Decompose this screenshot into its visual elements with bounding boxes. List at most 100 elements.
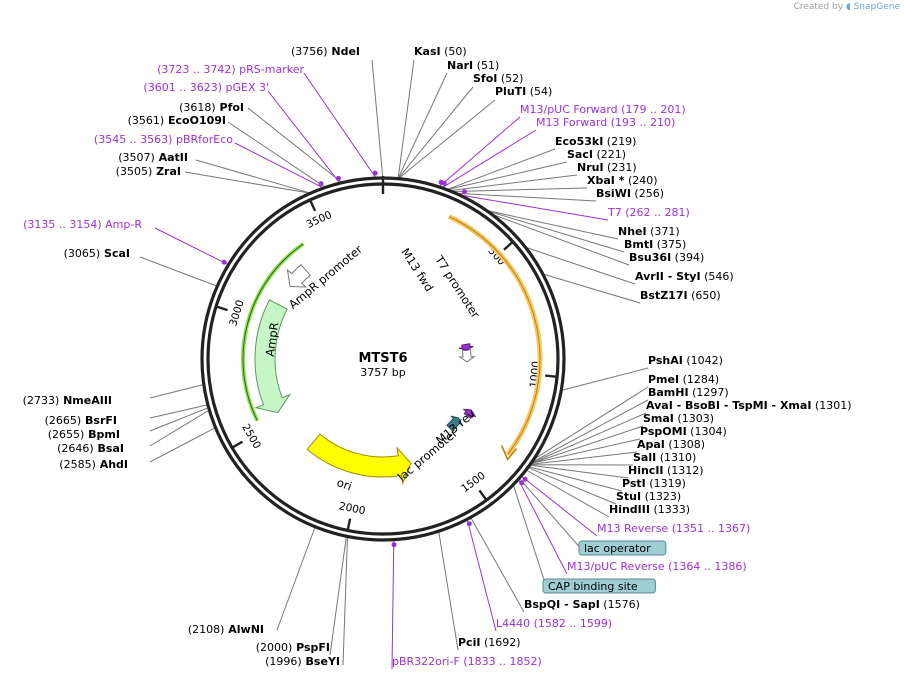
ruler-tick-label-3500: 3500 — [305, 209, 334, 231]
site-label-bmti[interactable]: BmtI (375) — [624, 238, 686, 251]
site-label-pluti[interactable]: PluTI (54) — [495, 85, 552, 98]
feature-ori-label: ori — [335, 475, 354, 493]
leader-nari — [398, 72, 448, 178]
site-name-pgex-3: pGEX 3' — [222, 81, 269, 94]
site-label-nari[interactable]: NarI (51) — [447, 59, 499, 72]
site-position-nrui: (231) — [604, 161, 637, 174]
site-name-nrui: NruI — [577, 161, 604, 174]
site-position-bmti: (375) — [653, 238, 686, 251]
leader-bamhi — [533, 399, 649, 462]
leader-ahdi — [149, 427, 215, 463]
site-name-aatii: AatII — [155, 151, 188, 164]
site-label-ahdi[interactable]: (2585) AhdI — [59, 458, 128, 471]
site-label-m13-puc-reverse[interactable]: M13/pUC Reverse (1364 .. 1386) — [567, 560, 747, 573]
leader-bsrfi — [149, 404, 208, 419]
site-name-psti: PstI — [622, 477, 646, 490]
site-position-nmeaiii: (2733) — [23, 394, 60, 407]
site-label-nrui[interactable]: NruI (231) — [577, 161, 637, 174]
feature-lac-promoter-arrow[interactable] — [446, 415, 463, 432]
site-label-t7[interactable]: T7 (262 .. 281) — [607, 206, 690, 219]
site-label-psti[interactable]: PstI (1319) — [622, 477, 686, 490]
feature-box-cap-binding-site[interactable] — [542, 578, 656, 594]
feature-box-lac-operator[interactable] — [578, 540, 667, 556]
site-label-bsai[interactable]: (2646) BsaI — [57, 442, 124, 455]
site-label-bpmi[interactable]: (2655) BpmI — [48, 428, 120, 441]
site-label-nhei[interactable]: NheI (371) — [618, 225, 680, 238]
site-label-stui[interactable]: StuI (1323) — [616, 490, 681, 503]
site-label-ndei[interactable]: (3756) NdeI — [291, 45, 360, 58]
site-label-apai[interactable]: ApaI (1308) — [637, 438, 705, 451]
leader-t7 — [462, 194, 609, 221]
feature-ampr-promoter-arrow[interactable] — [286, 263, 311, 288]
leader-nrui — [451, 174, 578, 191]
site-label-pspomi[interactable]: PspOMI (1304) — [640, 425, 727, 438]
site-name-bamhi: BamHI — [648, 386, 689, 399]
site-label-pshai[interactable]: PshAI (1042) — [648, 354, 723, 367]
site-name-m13-reverse: M13 Reverse — [597, 522, 668, 535]
site-label-nmeaiii[interactable]: (2733) NmeAIII — [23, 394, 112, 407]
site-name-ahdi: AhdI — [96, 458, 128, 471]
site-label-m13-reverse[interactable]: M13 Reverse (1351 .. 1367) — [597, 522, 750, 535]
feature-box-label-lac-operator: lac operator — [584, 542, 651, 555]
site-label-avrii-styi[interactable]: AvrII - StyI (546) — [635, 270, 734, 283]
site-label-kasi[interactable]: KasI (50) — [414, 45, 467, 58]
site-label-zrai[interactable]: (3505) ZraI — [116, 165, 181, 178]
site-position-sali: (1310) — [656, 451, 696, 464]
site-label-bsiwi[interactable]: BsiWI (256) — [596, 187, 664, 200]
site-position-pspomi: (1304) — [687, 425, 727, 438]
feature-m13-fwd-arrow[interactable] — [458, 343, 474, 351]
site-position-bpmi: (2655) — [48, 428, 85, 441]
site-label-bseyi[interactable]: (1996) BseYI — [265, 655, 340, 668]
site-label-hindiii[interactable]: HindIII (1333) — [609, 503, 690, 516]
leader-avrii-styi — [526, 247, 636, 285]
site-position-psti: (1319) — [646, 477, 686, 490]
feature-m13-rev-arrow[interactable] — [463, 408, 477, 419]
site-label-pspfi[interactable]: (2000) PspFI — [256, 641, 330, 654]
site-label-bsrfi[interactable]: (2665) BsrFI — [45, 414, 117, 427]
site-label-saci[interactable]: SacI (221) — [567, 148, 626, 161]
site-label-ecoo109i[interactable]: (3561) EcoO109I — [128, 114, 226, 127]
site-label-eco53ki[interactable]: Eco53kI (219) — [555, 135, 636, 148]
leader-psti — [529, 466, 623, 492]
site-position-ndei: (3756) — [291, 45, 328, 58]
site-label-sfoi[interactable]: SfoI (52) — [473, 72, 523, 85]
site-position-bamhi: (1297) — [689, 386, 729, 399]
site-label-aatii[interactable]: (3507) AatII — [118, 151, 188, 164]
site-name-scai: ScaI — [100, 247, 130, 260]
site-name-ndei: NdeI — [328, 45, 360, 58]
site-label-sali[interactable]: SalI (1310) — [633, 451, 696, 464]
primer-site-amp-r — [221, 259, 227, 265]
site-label-m13-forward[interactable]: M13 Forward (193 .. 210) — [536, 116, 675, 129]
site-label-bstz17i[interactable]: BstZ17I (650) — [640, 289, 721, 302]
site-label-bsu36i[interactable]: Bsu36I (394) — [629, 251, 704, 264]
feature-t7-promoter-arrow[interactable] — [458, 349, 476, 363]
site-label-pbrforeco[interactable]: (3545 .. 3563) pBRforEco — [94, 133, 233, 146]
site-label-l4440[interactable]: L4440 (1582 .. 1599) — [496, 617, 612, 630]
site-label-pcii[interactable]: PciI (1692) — [458, 636, 521, 649]
site-label-pfoi[interactable]: (3618) PfoI — [179, 101, 244, 114]
ruler-tick-label-1500: 1500 — [459, 470, 488, 495]
site-label-pmei[interactable]: PmeI (1284) — [648, 373, 719, 386]
site-label-pbr322ori-f[interactable]: pBR322ori-F (1833 .. 1852) — [392, 655, 542, 668]
site-label-bamhi[interactable]: BamHI (1297) — [648, 386, 729, 399]
site-label-hincii[interactable]: HincII (1312) — [628, 464, 704, 477]
leader-kasi — [397, 59, 415, 178]
site-label-xbai[interactable]: XbaI * (240) — [587, 174, 658, 187]
site-label-prs-marker[interactable]: (3723 .. 3742) pRS-marker — [157, 63, 304, 76]
site-label-smai[interactable]: SmaI (1303) — [643, 412, 714, 425]
feature-ori-arrow[interactable] — [306, 433, 412, 486]
primer-site-m13-puc-reverse — [519, 480, 525, 486]
site-position-pcii: (1692) — [480, 636, 520, 649]
site-label-alwni[interactable]: (2108) AlwNI — [188, 623, 264, 636]
site-label-scai[interactable]: (3065) ScaI — [64, 247, 130, 260]
site-label-avai-bsobi-tspmi-xmai[interactable]: AvaI - BsoBI - TspMI - XmaI (1301) — [646, 399, 852, 412]
site-label-bspqi-sapi[interactable]: BspQI - SapI (1576) — [524, 598, 640, 611]
site-label-m13-puc-forward[interactable]: M13/pUC Forward (179 .. 201) — [520, 103, 686, 116]
site-label-amp-r[interactable]: (3135 .. 3154) Amp-R — [23, 218, 142, 231]
feature-ampr-arrow[interactable] — [254, 299, 291, 414]
site-position-avai-bsobi-tspmi-xmai: (1301) — [811, 399, 851, 412]
site-label-pgex-3[interactable]: (3601 .. 3623) pGEX 3' — [143, 81, 269, 94]
site-position-ahdi: (2585) — [59, 458, 96, 471]
site-position-avrii-styi: (546) — [701, 270, 734, 283]
